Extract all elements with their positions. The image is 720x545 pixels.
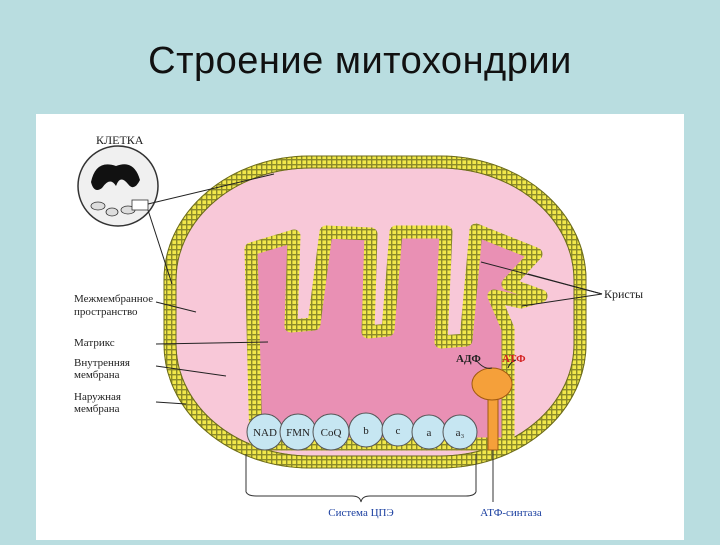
inner-membrane — [244, 223, 548, 451]
mitochondria-figure: КЛЕТКА Межмембранное пространство Матрик… — [36, 114, 684, 540]
intermembrane-label: Межмембранное пространство — [74, 293, 156, 318]
cell-inset-label: КЛЕТКА — [96, 133, 144, 147]
etc-label-b: b — [363, 425, 369, 437]
inner-membrane-label: Внутренняя мембрана — [74, 357, 133, 381]
outer-membrane-label: Наружная мембрана — [74, 391, 124, 415]
adp-label: АДФ — [456, 353, 481, 365]
etc-complex-a3 — [442, 414, 478, 450]
slide-title: Строение митохондрии — [148, 40, 572, 82]
etc-label-c: c — [396, 425, 401, 437]
leader-lines — [147, 173, 603, 405]
matrix-label: Матрикс — [74, 337, 115, 349]
mitochondria-diagram: КЛЕТКА Межмембранное пространство Матрик… — [74, 133, 643, 519]
etc-label-nad: NAD — [253, 427, 277, 439]
etc-chain: NAD FMN CoQ b c a a₃ — [246, 412, 478, 451]
etc-label-a3: a₃ — [456, 427, 465, 439]
etc-label-a: a — [427, 427, 432, 439]
cristae-label: Кристы — [604, 287, 643, 301]
atp-label: АТФ — [502, 353, 526, 365]
atp-synthase-label: АТФ-синтаза — [480, 507, 542, 519]
etc-bracket — [245, 450, 494, 503]
cell-inset: КЛЕТКА — [77, 133, 159, 227]
etc-system-label: Система ЦПЭ — [328, 507, 393, 519]
etc-label-fmn: FMN — [286, 427, 310, 439]
etc-label-coq: CoQ — [321, 427, 342, 439]
